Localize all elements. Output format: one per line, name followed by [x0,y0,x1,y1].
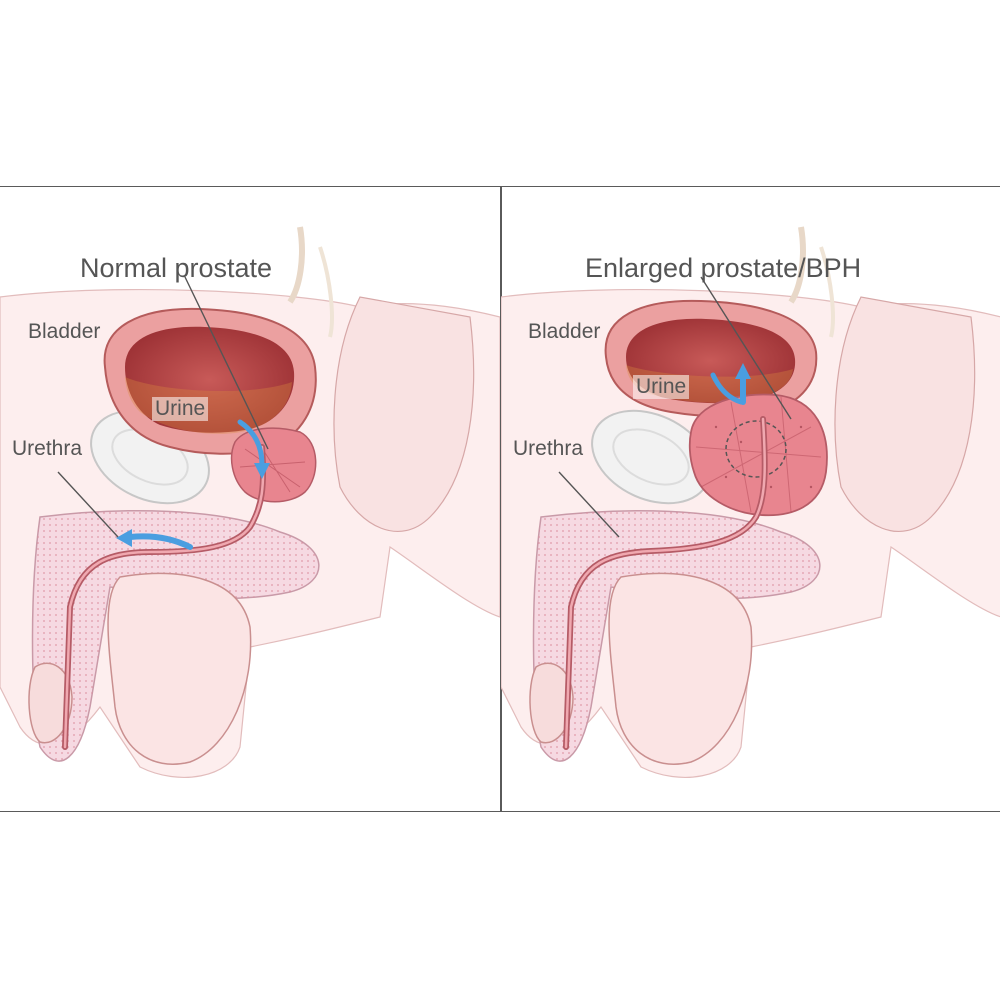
urine-label-right: Urine [633,375,690,399]
normal-prostate-title: Normal prostate [80,253,273,283]
urethra-label-right: Urethra [513,437,584,460]
enlarged-anatomy-illustration [501,226,1000,778]
panel-enlarged-prostate: Enlarged prostate/BPH Bladder Urine Uret… [501,187,1000,811]
enlarged-prostate-title: Enlarged prostate/BPH [585,253,862,283]
panel-normal-prostate: Normal prostate Bladder Urine Urethra [0,187,500,811]
bladder-label: Bladder [28,320,101,343]
urine-label: Urine [152,397,209,421]
figure-frame: Normal prostate Bladder Urine Urethra [0,186,1000,812]
urethra-label: Urethra [12,437,83,460]
bladder-label-right: Bladder [528,320,601,343]
